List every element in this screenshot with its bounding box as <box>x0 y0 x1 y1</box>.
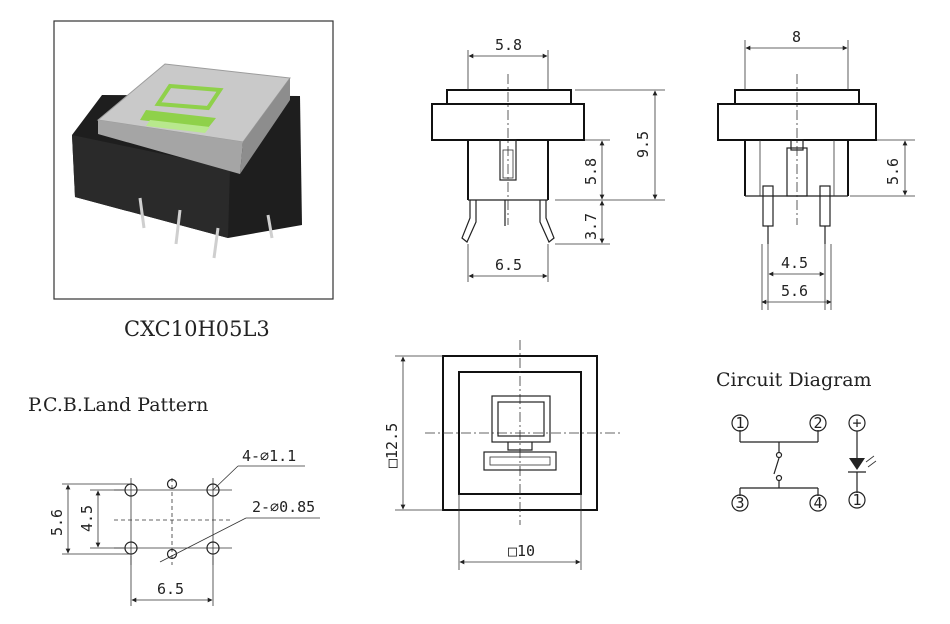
pin-circle <box>731 414 749 432</box>
pcb-inner-height: 4.5 <box>78 505 96 532</box>
pcb-width: 6.5 <box>157 580 184 598</box>
monitor-icon <box>140 83 224 133</box>
side-outer-spacing: 5.6 <box>781 282 808 300</box>
side-cap-width: 8 <box>792 28 801 46</box>
led-minus-label: 1 <box>853 491 862 509</box>
led-plus-label: + <box>853 414 862 432</box>
pcb-small-holes: 2-⌀0.85 <box>252 498 315 516</box>
circuit-diagram: Circuit Diagram 1 2 3 4 + 1 <box>716 369 877 512</box>
pcb-hole <box>206 483 220 497</box>
pin-2-label: 2 <box>814 414 823 432</box>
side-view: 8 5.6 4.5 5.6 <box>717 28 915 310</box>
pin-1-label: 1 <box>736 414 745 432</box>
top-inner-size: □10 <box>508 542 535 560</box>
front-body-height: 5.8 <box>582 158 600 185</box>
side-inner-spacing: 4.5 <box>781 254 808 272</box>
monitor-icon <box>483 395 557 471</box>
pin-4-label: 4 <box>814 494 823 512</box>
led-icon <box>848 455 877 473</box>
pcb-hole-small <box>166 478 178 490</box>
pcb-outer-height: 5.6 <box>48 509 66 536</box>
front-pin-spacing: 6.5 <box>495 256 522 274</box>
side-body-height: 5.6 <box>884 158 902 185</box>
pin-circle <box>809 494 827 512</box>
front-pin-length: 3.7 <box>582 213 600 240</box>
pcb-title: P.C.B.Land Pattern <box>28 394 208 416</box>
pcb-large-holes: 4-⌀1.1 <box>242 447 296 465</box>
product-photo <box>53 20 334 300</box>
front-top-width: 5.8 <box>495 36 522 54</box>
pin-circle <box>731 494 749 512</box>
top-outer-size: □12.5 <box>383 423 401 468</box>
model-label: CXC10H05L3 <box>124 317 270 341</box>
pin-circle <box>809 414 827 432</box>
pcb-land-pattern: P.C.B.Land Pattern 4-⌀1.1 2-⌀0.85 5.6 4.… <box>28 394 320 606</box>
front-view: 5.8 9.5 5.8 3.7 6.5 <box>431 36 665 282</box>
front-total-height: 9.5 <box>634 131 652 158</box>
pin-3-label: 3 <box>736 494 745 512</box>
top-view: □12.5 □10 <box>383 340 620 570</box>
pcb-hole <box>206 541 220 555</box>
circuit-title: Circuit Diagram <box>716 369 872 391</box>
